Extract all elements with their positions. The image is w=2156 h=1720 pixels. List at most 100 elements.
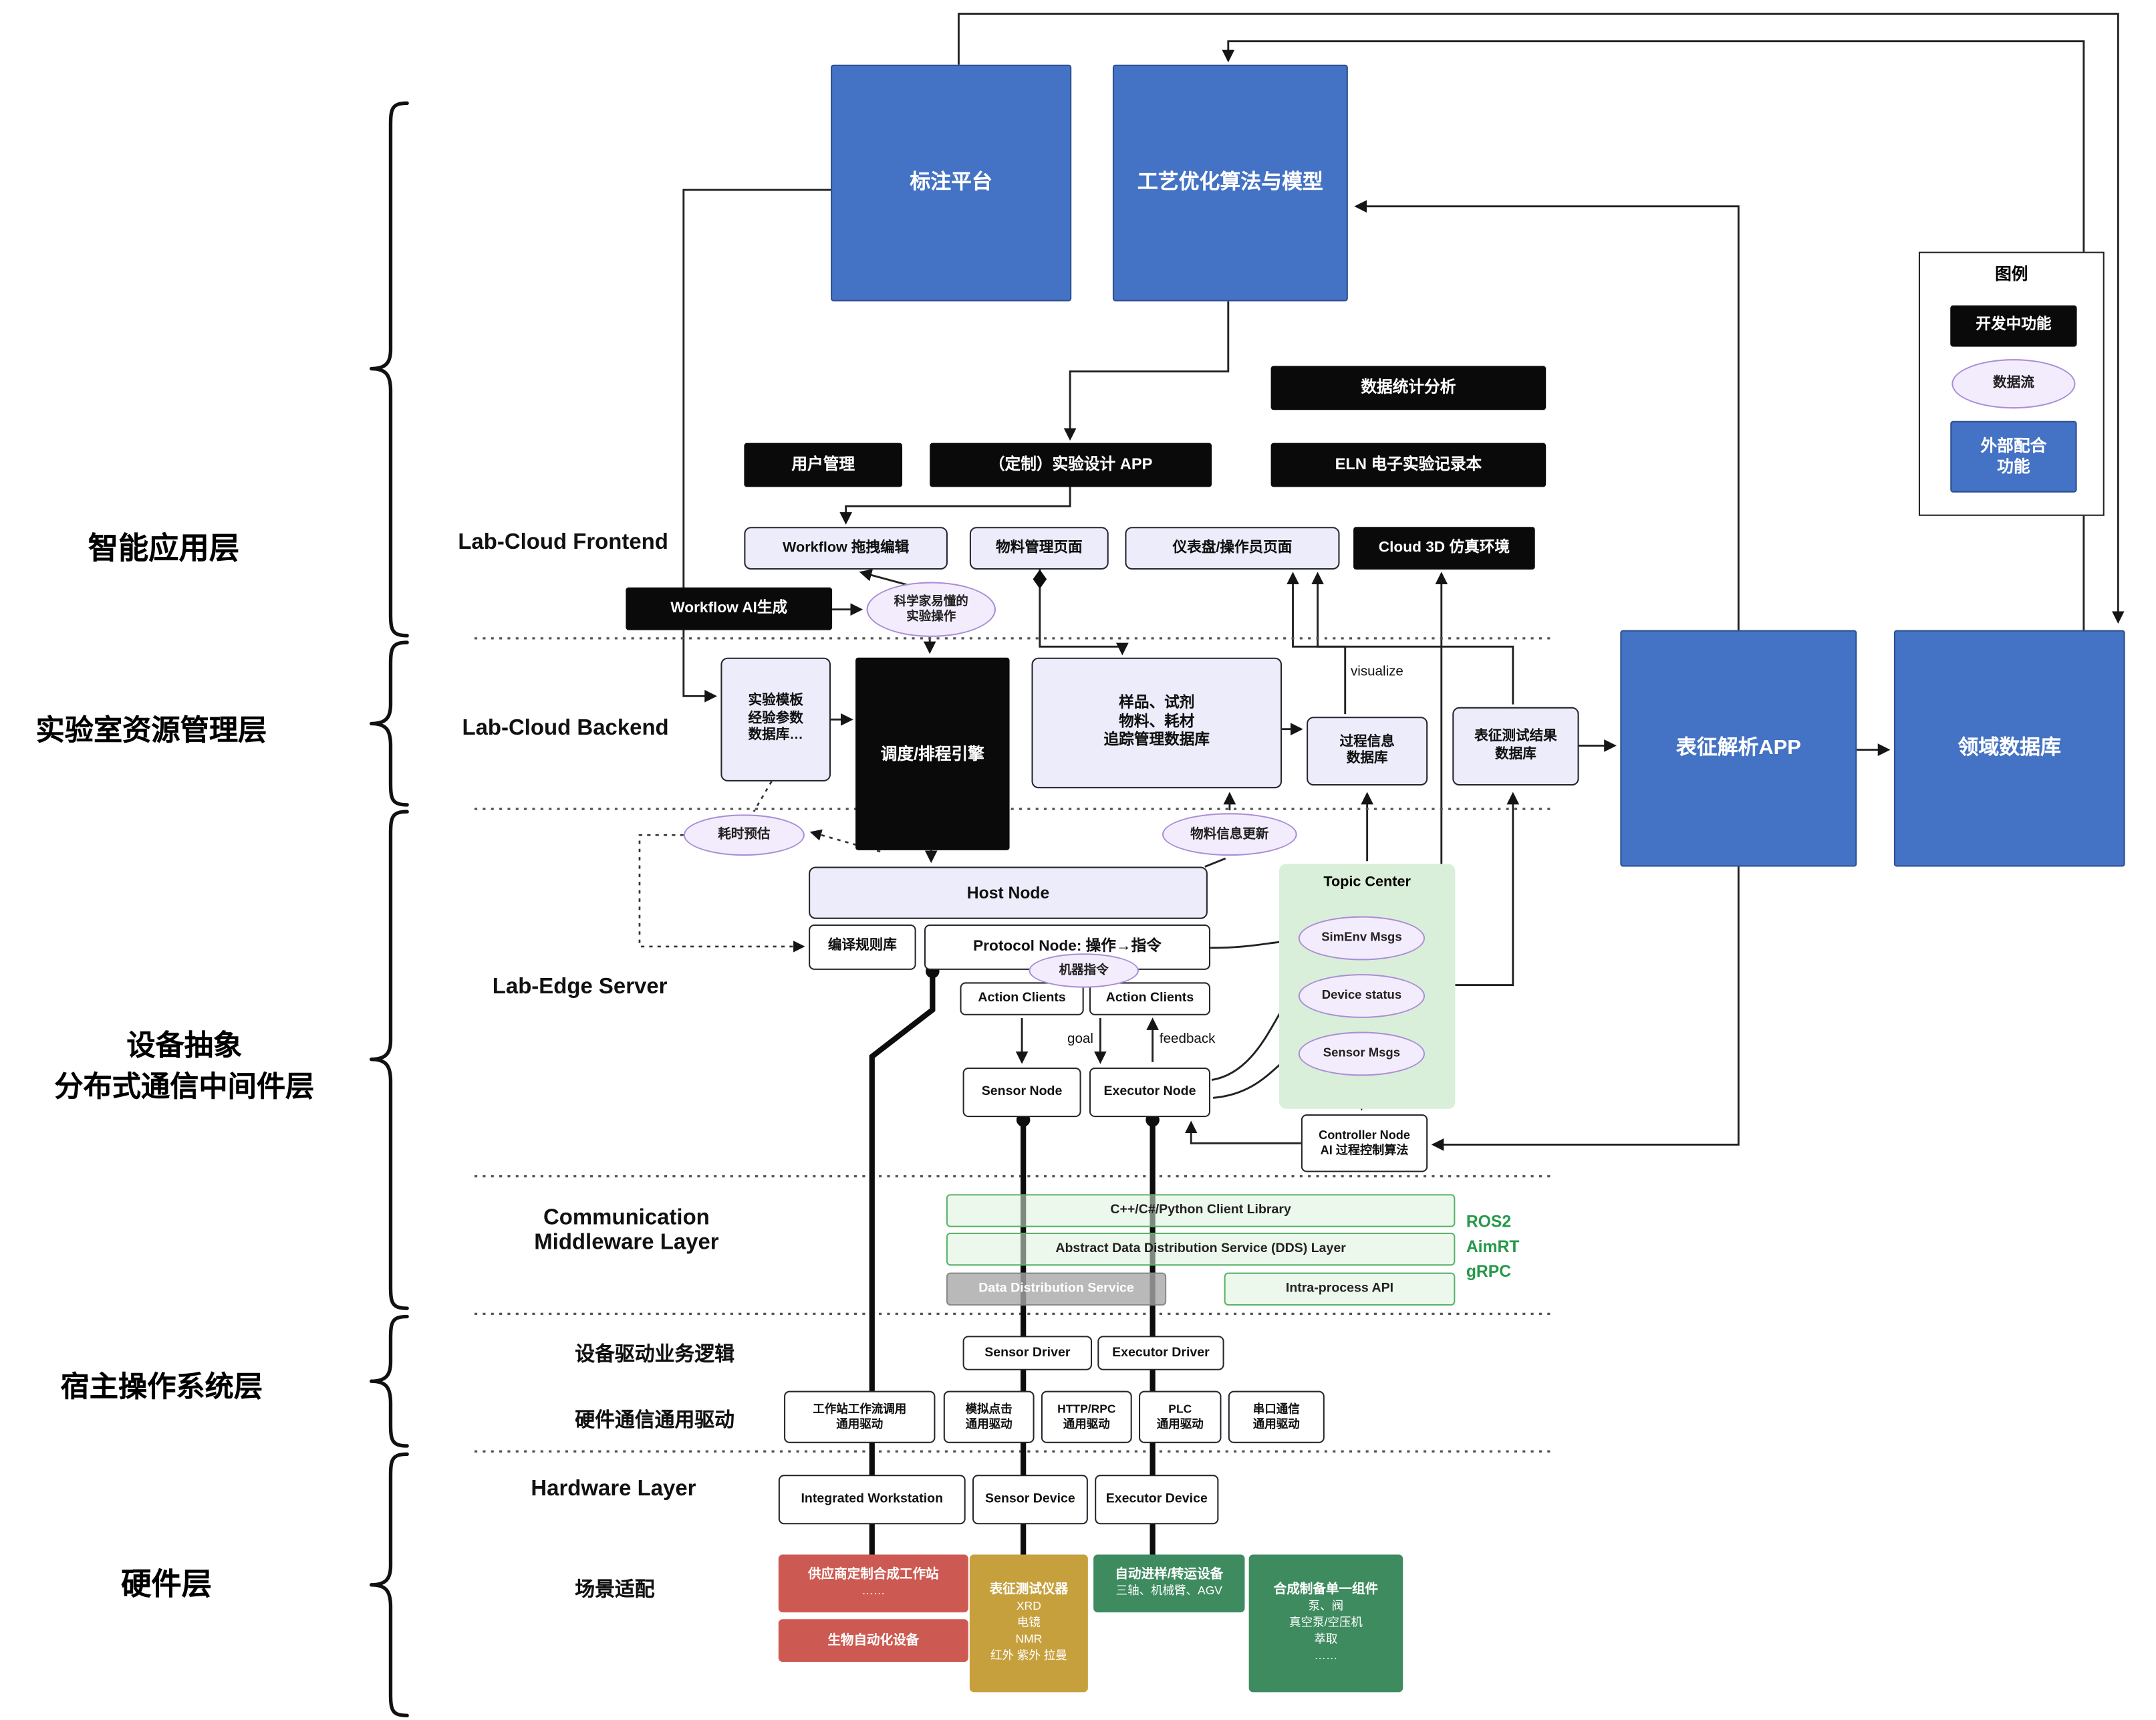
components-line3: 萃取 [1314,1631,1338,1646]
sample-db-box: 样品、试剂 物料、耗材 追踪管理数据库 [1031,657,1283,789]
label-generic-driver: 硬件通信通用驱动 [575,1410,734,1433]
vendor-ws-box: 供应商定制合成工作站 …… [778,1554,968,1612]
sensor-driver-box: Sensor Driver [962,1336,1093,1370]
data-stats-box: 数据统计分析 [1270,366,1546,410]
material-page-box: 物料管理页面 [969,527,1109,570]
topic-center-pane: Topic Center SimEnv Msgs Device status S… [1278,864,1456,1109]
layer-braces [369,101,409,1718]
sensor-device-box: Sensor Device [972,1475,1088,1525]
label-lab-cloud-frontend: Lab-Cloud Frontend [458,531,668,555]
layer-label-device-abstraction: 设备抽象 分布式通信中间件层 [14,1023,355,1106]
components-box: 合成制备单一组件 泵、阀 真空泵/空压机 萃取 …… [1248,1554,1403,1693]
topic-center-title: Topic Center [1323,873,1411,890]
goal-label: goal [1067,1031,1093,1048]
vendor-ws-title: 供应商定制合成工作站 [808,1567,939,1582]
simenv-msgs-ellipse: SimEnv Msgs [1298,916,1426,961]
driver-http-line2: 通用驱动 [1063,1417,1110,1431]
layer-label-device-abstraction-line1: 设备抽象 [126,1030,243,1062]
driver-workstation-line2: 通用驱动 [836,1417,884,1431]
label-scenario: 场景适配 [575,1579,655,1602]
workflow-ai-box: Workflow AI生成 [626,587,833,630]
legend: 图例 开发中功能 数据流 外部配合 功能 [1918,251,2105,516]
components-line2: 真空泵/空压机 [1289,1615,1363,1629]
result-db-box: 表征测试结果 数据库 [1452,707,1579,786]
time-estimate-ellipse: 耗时预估 [683,814,805,856]
char-instruments-title: 表征测试仪器 [989,1582,1069,1598]
driver-click-box: 模拟点击 通用驱动 [943,1390,1035,1443]
template-db-box: 实验模板 经验参数 数据库… [720,657,831,781]
layer-label-host-os: 宿主操作系统层 [60,1371,263,1404]
action-clients-2-box: Action Clients [1089,982,1211,1015]
result-db-line1: 表征测试结果 [1474,729,1557,745]
label-communication: Communication [543,1206,710,1230]
legend-external-line1: 外部配合 [1980,436,2047,456]
sample-db-line2: 物料、耗材 [1119,713,1195,731]
executor-node-box: Executor Node [1089,1068,1211,1118]
dds-layer-box: Abstract Data Distribution Service (DDS)… [946,1232,1456,1266]
driver-serial-box: 串口通信 通用驱动 [1228,1390,1325,1443]
char-instruments-line1: XRD [1016,1598,1041,1613]
label-lab-edge-server: Lab-Edge Server [492,975,668,999]
bio-auto-title: 生物自动化设备 [827,1632,920,1648]
char-instruments-line3: NMR [1015,1631,1043,1646]
controller-node-box: Controller Node AI 过程控制算法 [1301,1114,1428,1173]
aimrt-label: AimRT [1466,1237,1520,1256]
driver-plc-line2: 通用驱动 [1156,1417,1204,1431]
host-node-box: Host Node [809,866,1208,919]
eln-box: ELN 电子实验记录本 [1270,443,1546,487]
annotation-platform-box: 标注平台 [831,64,1072,301]
sensor-msgs-ellipse: Sensor Msgs [1298,1031,1426,1076]
legend-title: 图例 [1995,264,2028,283]
label-middleware-layer: Middleware Layer [534,1231,719,1255]
process-db-line2: 数据库 [1346,751,1388,767]
char-instruments-line2: 电镜 [1017,1615,1041,1629]
template-db-line2: 经验参数 [748,711,803,727]
scientist-ops-line2: 实验操作 [906,609,956,624]
intra-api-box: Intra-process API [1224,1272,1456,1306]
driver-workstation-line1: 工作站工作流调用 [813,1402,907,1417]
components-title: 合成制备单一组件 [1273,1582,1379,1598]
label-communication-middleware: Communication Middleware Layer [506,1207,747,1256]
grpc-label: gRPC [1466,1261,1512,1281]
template-db-line3: 数据库… [748,728,803,743]
char-instruments-box: 表征测试仪器 XRD 电镜 NMR 红外 紫外 拉曼 [969,1554,1088,1693]
driver-click-line1: 模拟点击 [965,1402,1013,1417]
material-update-ellipse: 物料信息更新 [1162,813,1297,856]
components-line4: …… [1314,1648,1338,1662]
machine-cmd-ellipse: 机器指令 [1029,953,1139,988]
layer-label-lab-resource: 实验室资源管理层 [35,715,267,747]
label-driver-logic: 设备驱动业务逻辑 [575,1344,734,1366]
scheduler-box: 调度/排程引擎 [855,657,1010,850]
scientist-ops-line1: 科学家易懂的 [894,594,968,608]
characterization-app-box: 表征解析APP [1620,630,1857,867]
layer-label-device-abstraction-line2: 分布式通信中间件层 [54,1072,315,1104]
scientist-ops-ellipse: 科学家易懂的 实验操作 [866,582,996,637]
layer-label-intelligent-app: 智能应用层 [88,531,240,566]
legend-in-development: 开发中功能 [1950,305,2077,347]
executor-driver-box: Executor Driver [1097,1336,1224,1370]
driver-plc-line1: PLC [1168,1402,1192,1417]
workflow-editor-box: Workflow 拖拽编辑 [744,527,948,570]
transfer-box: 自动进样/转运设备 三轴、机械臂、AGV [1093,1554,1245,1612]
driver-http-line1: HTTP/RPC [1057,1402,1116,1417]
cloud-3d-box: Cloud 3D 仿真环境 [1353,527,1535,570]
compile-rules-box: 编译规则库 [809,924,916,970]
vendor-ws-sub: …… [861,1583,886,1598]
custom-app-box: （定制）实验设计 APP [930,443,1212,487]
workstation-box: Integrated Workstation [778,1475,966,1525]
ros2-label: ROS2 [1466,1212,1512,1231]
executor-device-box: Executor Device [1095,1475,1219,1525]
process-db-line1: 过程信息 [1339,733,1395,749]
device-status-ellipse: Device status [1298,974,1426,1018]
transfer-title: 自动进样/转运设备 [1115,1567,1224,1582]
legend-external-line2: 功能 [1997,457,2030,477]
driver-serial-line2: 通用驱动 [1252,1417,1300,1431]
controller-node-line2: AI 过程控制算法 [1320,1143,1409,1157]
label-lab-cloud-backend: Lab-Cloud Backend [462,717,669,741]
result-db-line2: 数据库 [1495,746,1536,762]
action-clients-1-box: Action Clients [960,982,1084,1015]
legend-data-flow: 数据流 [1951,359,2076,409]
feedback-label: feedback [1159,1031,1216,1048]
label-hardware-layer: Hardware Layer [531,1477,696,1501]
transfer-line1: 三轴、机械臂、AGV [1115,1583,1222,1598]
